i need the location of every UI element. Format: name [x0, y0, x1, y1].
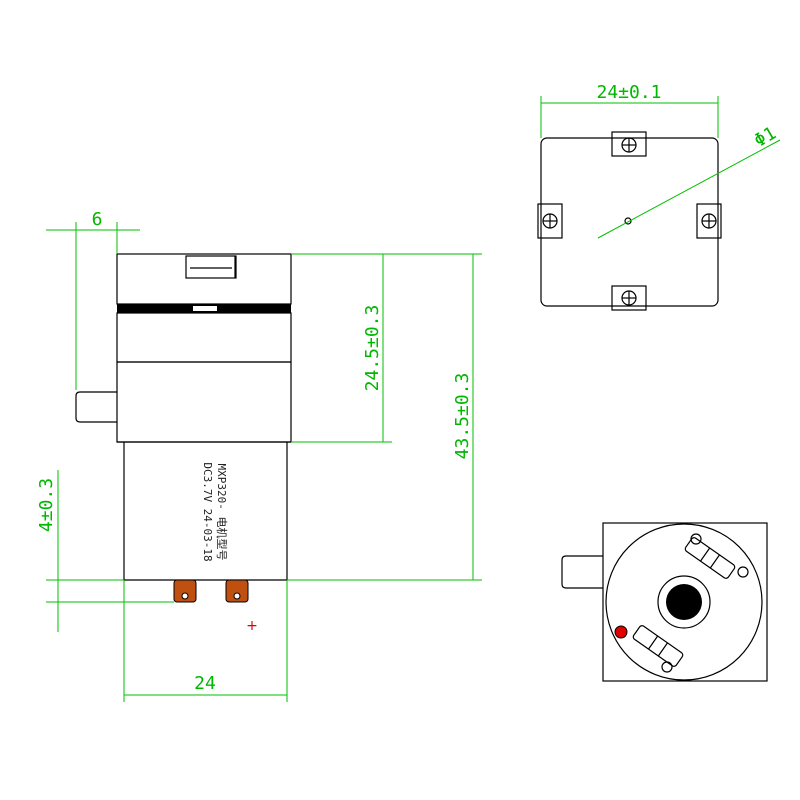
- pump-chamber: [116, 361, 292, 443]
- terminal-positive: [173, 579, 197, 603]
- dim-pump-head-height: 24.5±0.3: [362, 305, 383, 392]
- pump-head-mid: [116, 312, 292, 363]
- pump-head-top: [116, 253, 292, 305]
- motor-model-label: MXP320- 电机型号: [215, 464, 229, 561]
- top-view: [537, 131, 722, 311]
- dim-hole-diameter: Φ1: [751, 123, 780, 152]
- center-hole: [624, 217, 632, 225]
- bottom-outline: [602, 522, 768, 682]
- dim-inlet-offset: 6: [92, 209, 103, 230]
- side-dimensions: 6 24.5±0.3 43.5±0.3 4±0.3 24: [36, 209, 482, 702]
- positive-terminal-dot: [614, 625, 628, 639]
- inlet-nozzle: [75, 391, 117, 423]
- polarity-mark: +: [246, 618, 258, 634]
- shaft-bearing: [666, 584, 702, 620]
- bottom-nozzle: [561, 555, 603, 589]
- bottom-view: [561, 522, 768, 682]
- dim-top-width: 24±0.1: [596, 82, 661, 103]
- motor-end-cap: [605, 523, 763, 681]
- side-view: MXP320- 电机型号 DC3.7V 24-03-18 +: [75, 253, 292, 634]
- terminal-negative: [225, 579, 249, 603]
- dim-total-height: 43.5±0.3: [452, 373, 473, 460]
- screw-tab-left: [537, 203, 563, 239]
- top-dimensions: 24±0.1 Φ1: [540, 82, 781, 239]
- screw-tab-bottom: [611, 285, 647, 311]
- screw-tab-top: [611, 131, 647, 157]
- motor-spec-label: DC3.7V 24-03-18: [201, 462, 214, 561]
- motor-body: [123, 442, 288, 581]
- valve-window: [185, 255, 237, 279]
- dim-body-width: 24: [194, 673, 216, 694]
- screw-tab-right: [696, 203, 722, 239]
- top-outline: [540, 137, 719, 307]
- dim-terminal-offset: 4±0.3: [36, 478, 57, 532]
